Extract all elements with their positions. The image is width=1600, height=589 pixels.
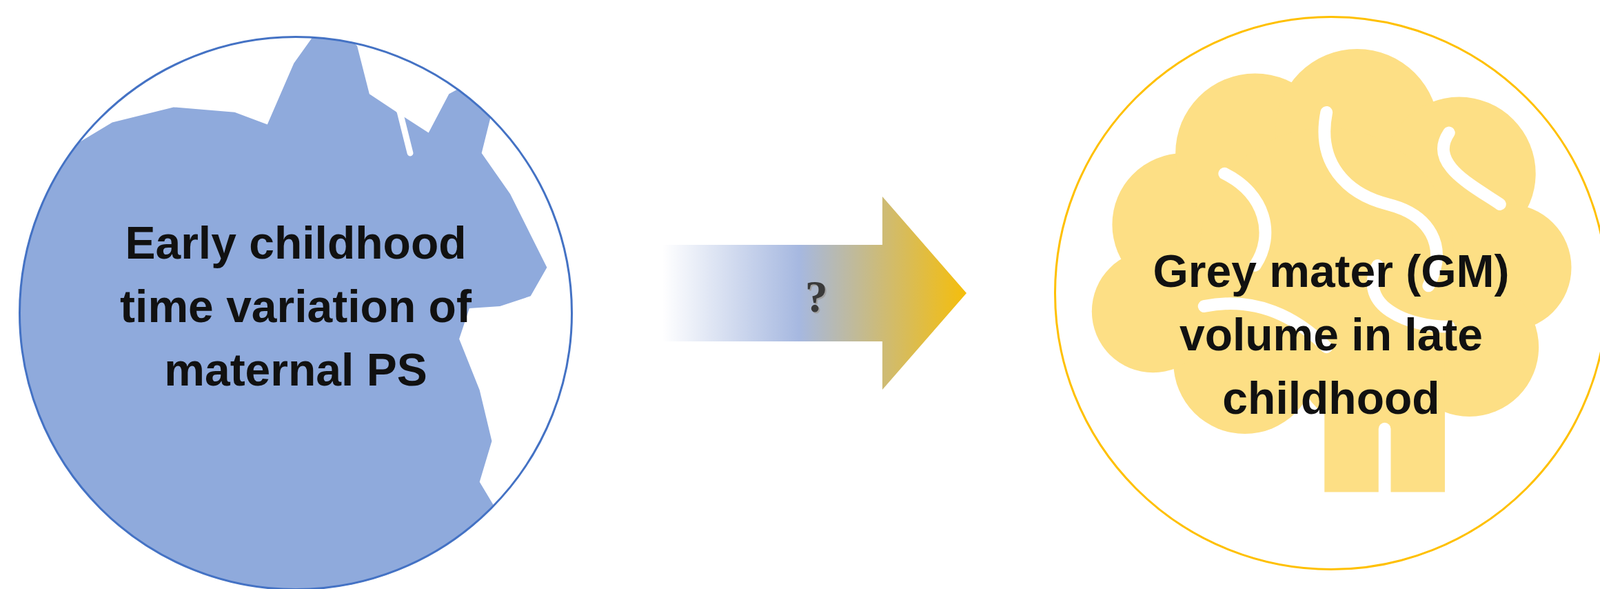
- node-label: Early childhood time variation of matern…: [88, 210, 503, 402]
- edge-label: ?: [805, 272, 828, 321]
- brain-icon: [1091, 48, 1572, 492]
- circle-node: Early childhood time variation of matern…: [18, 35, 573, 589]
- block-arrow: [662, 196, 967, 390]
- hair-highlight: [379, 63, 411, 154]
- circle-border: [19, 37, 573, 589]
- circle-node: Grey mater (GM) volume in late childhood: [1054, 15, 1600, 571]
- brain-folds: [1204, 112, 1501, 493]
- circle-border: [1055, 17, 1600, 570]
- node-label: Grey mater (GM) volume in late childhood: [1124, 239, 1538, 430]
